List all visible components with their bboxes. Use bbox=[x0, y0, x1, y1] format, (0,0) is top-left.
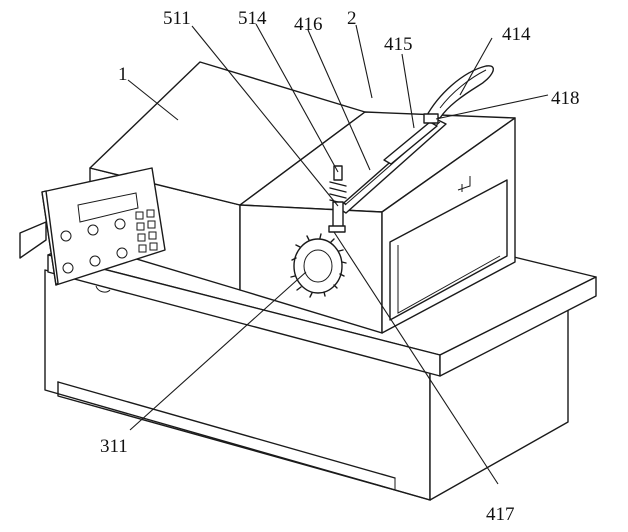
label-415: 415 bbox=[384, 34, 413, 55]
label-311: 311 bbox=[100, 436, 128, 457]
guide-rail bbox=[337, 119, 447, 214]
label-2: 2 bbox=[347, 8, 357, 29]
reference-numerals: 1 2 311 414 415 416 417 418 511 514 bbox=[100, 8, 580, 525]
leader-lines bbox=[127, 23, 549, 485]
spring-post bbox=[328, 165, 347, 233]
label-417: 417 bbox=[486, 504, 515, 525]
label-416: 416 bbox=[294, 14, 323, 35]
control-panel bbox=[19, 167, 166, 293]
base-cabinet bbox=[44, 269, 569, 501]
label-414: 414 bbox=[502, 24, 531, 45]
label-1: 1 bbox=[118, 64, 128, 85]
gear-311 bbox=[290, 233, 347, 298]
label-514: 514 bbox=[238, 8, 267, 29]
label-511: 511 bbox=[163, 8, 191, 29]
label-418: 418 bbox=[551, 88, 580, 109]
